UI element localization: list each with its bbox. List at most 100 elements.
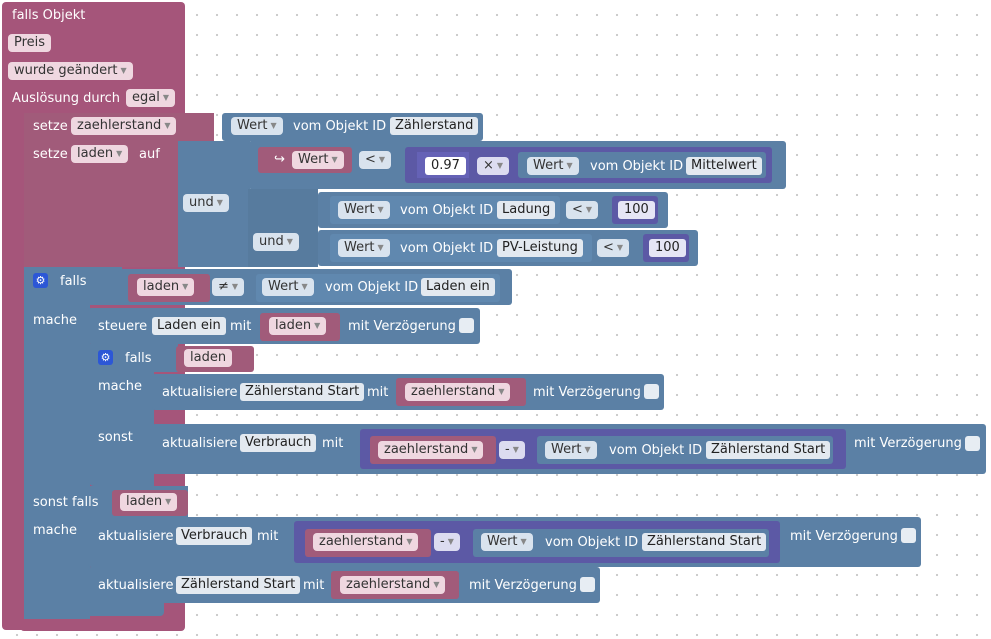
dropdown-arrow-icon: ▼ xyxy=(585,205,593,214)
object-id-field[interactable]: Zählerstand xyxy=(390,117,479,135)
value-type-dropdown[interactable]: Wert▼ xyxy=(338,239,390,257)
update-keyword: aktualisiere xyxy=(162,436,238,451)
value-type-dropdown[interactable]: Wert▼ xyxy=(481,533,533,551)
value-type-label: Wert xyxy=(533,158,564,173)
variable-field[interactable]: laden xyxy=(184,349,233,367)
dropdown-arrow-icon: ▼ xyxy=(286,237,293,246)
object-id-field[interactable]: Zählerstand Start xyxy=(176,576,301,594)
math-op-label: - xyxy=(505,442,510,457)
variable-dropdown[interactable]: zaehlerstand▼ xyxy=(405,383,511,401)
dropdown-arrow-icon: ▼ xyxy=(584,445,591,454)
compare-op-dropdown[interactable]: ≠▼ xyxy=(212,278,245,296)
dropdown-arrow-icon: ▼ xyxy=(270,121,277,130)
value-type-label: Wert xyxy=(237,118,268,133)
object-id-label: vom Objekt ID xyxy=(545,535,639,550)
compare-op-dropdown[interactable]: <▼ xyxy=(597,239,630,257)
object-id-label: vom Objekt ID xyxy=(609,443,703,458)
trigger-source-dropdown[interactable]: egal▼ xyxy=(126,89,175,107)
dropdown-arrow-icon: ▼ xyxy=(377,243,384,252)
set-var-dropdown[interactable]: zaehlerstand▼ xyxy=(71,117,177,135)
math-op-dropdown[interactable]: ×▼ xyxy=(477,157,510,175)
delay-checkbox[interactable] xyxy=(901,528,916,543)
object-id-label: vom Objekt ID xyxy=(400,203,494,218)
delay-checkbox[interactable] xyxy=(459,318,474,333)
variable-dropdown[interactable]: Wert▼ xyxy=(292,151,344,169)
trigger-label: Auslösung durch xyxy=(12,91,121,106)
update-keyword: aktualisiere xyxy=(162,385,238,400)
delay-checkbox[interactable] xyxy=(580,577,595,592)
variable-label: zaehlerstand xyxy=(346,577,431,592)
delay-label: mit Verzögerung xyxy=(469,578,577,593)
do-label: mache xyxy=(33,523,78,538)
object-id-field[interactable]: Mittelwert xyxy=(686,157,762,175)
object-id-field[interactable]: Zählerstand Start xyxy=(240,383,365,401)
dropdown-arrow-icon: ▼ xyxy=(433,580,440,589)
dropdown-arrow-icon: ▼ xyxy=(616,243,624,252)
object-id-field[interactable]: Verbrauch xyxy=(240,434,317,452)
math-op-label: - xyxy=(440,534,445,549)
if-footer xyxy=(24,602,164,616)
if-block[interactable] xyxy=(24,267,90,619)
arrow-icon: ↪ xyxy=(274,152,285,167)
set-keyword: setze xyxy=(33,119,68,134)
dropdown-arrow-icon: ▼ xyxy=(406,537,413,546)
delay-checkbox[interactable] xyxy=(644,384,659,399)
trigger-change-label: wurde geändert xyxy=(14,63,118,78)
value-type-label: Wert xyxy=(551,442,582,457)
variable-dropdown[interactable]: zaehlerstand▼ xyxy=(378,441,484,459)
variable-label: zaehlerstand xyxy=(411,384,496,399)
compare-op-label: ≠ xyxy=(218,279,229,294)
do-label: mache xyxy=(98,379,143,394)
set-var-label: zaehlerstand xyxy=(77,118,162,133)
object-id-field[interactable]: Zählerstand Start xyxy=(706,441,831,459)
math-op-dropdown[interactable]: -▼ xyxy=(499,441,525,459)
set-keyword: setze xyxy=(33,147,68,162)
variable-dropdown[interactable]: zaehlerstand▼ xyxy=(313,533,419,551)
math-op-dropdown[interactable]: -▼ xyxy=(434,533,460,551)
value-type-label: Wert xyxy=(487,534,518,549)
value-type-dropdown[interactable]: Wert▼ xyxy=(545,441,597,459)
variable-dropdown[interactable]: zaehlerstand▼ xyxy=(340,576,446,594)
trigger-object-field[interactable]: Preis xyxy=(8,34,52,52)
value-type-dropdown[interactable]: Wert▼ xyxy=(527,157,579,175)
compare-op-dropdown[interactable]: <▼ xyxy=(359,151,392,169)
set-var-dropdown[interactable]: laden▼ xyxy=(71,145,129,163)
variable-dropdown[interactable]: laden▼ xyxy=(269,317,327,335)
dropdown-arrow-icon: ▼ xyxy=(301,282,308,291)
variable-label: laden xyxy=(275,318,312,333)
else-label: sonst xyxy=(98,430,133,445)
delay-checkbox[interactable] xyxy=(965,436,980,451)
and-dropdown[interactable]: und▼ xyxy=(253,233,299,251)
dropdown-arrow-icon: ▼ xyxy=(447,537,454,546)
object-id-field[interactable]: Laden ein xyxy=(421,278,495,296)
variable-dropdown[interactable]: laden▼ xyxy=(120,493,178,511)
value-type-label: Wert xyxy=(268,279,299,294)
if-label: falls xyxy=(60,274,87,289)
number-field[interactable]: 100 xyxy=(618,201,655,219)
compare-op-label: < xyxy=(572,202,583,217)
and-dropdown[interactable]: und▼ xyxy=(183,194,229,212)
with-label: mit xyxy=(367,385,389,400)
and-block-inner[interactable] xyxy=(248,189,318,267)
gear-icon[interactable]: ⚙ xyxy=(98,350,113,365)
object-id-field[interactable]: PV-Leistung xyxy=(497,239,583,257)
gear-icon[interactable]: ⚙ xyxy=(33,273,48,288)
trigger-source-label: egal xyxy=(132,90,160,105)
variable-dropdown[interactable]: laden▼ xyxy=(137,278,195,296)
number-field[interactable]: 100 xyxy=(649,239,686,257)
trigger-change-dropdown[interactable]: wurde geändert▼ xyxy=(8,62,133,80)
object-id-label: vom Objekt ID xyxy=(325,280,419,295)
object-id-field[interactable]: Verbrauch xyxy=(176,527,253,545)
dropdown-arrow-icon: ▼ xyxy=(164,121,171,130)
number-field[interactable]: 0.97 xyxy=(425,157,466,175)
value-type-dropdown[interactable]: Wert▼ xyxy=(231,117,283,135)
object-id-field[interactable]: Laden ein xyxy=(152,317,226,335)
control-keyword: steuere xyxy=(98,319,148,334)
object-id-field[interactable]: Zählerstand Start xyxy=(642,533,767,551)
value-type-dropdown[interactable]: Wert▼ xyxy=(262,278,314,296)
object-id-field[interactable]: Ladung xyxy=(497,201,556,219)
compare-op-dropdown[interactable]: <▼ xyxy=(566,201,599,219)
elseif-label: sonst falls xyxy=(33,495,99,510)
dropdown-arrow-icon: ▼ xyxy=(182,282,189,291)
value-type-dropdown[interactable]: Wert▼ xyxy=(338,201,390,219)
